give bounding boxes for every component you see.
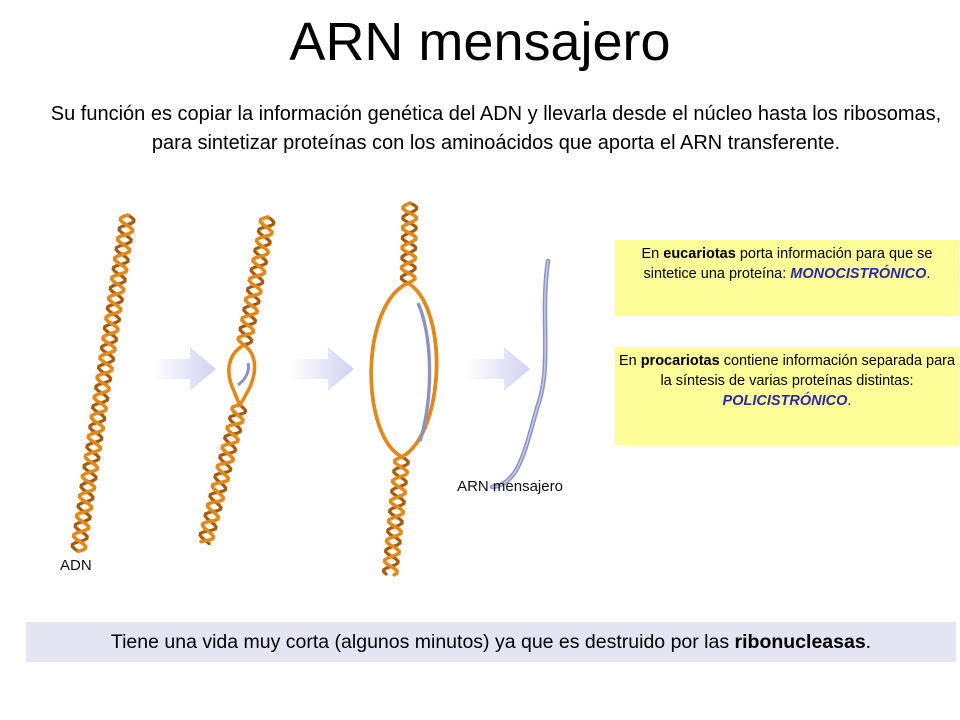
dna-helix-3-top <box>399 201 419 285</box>
dna-label: ADN <box>60 557 92 574</box>
box2-keyword: procariotas <box>640 353 720 369</box>
arrow-2 <box>290 347 354 391</box>
arrow-1 <box>152 347 216 391</box>
box1-pre: En <box>641 246 664 262</box>
dna-helix-2-bottom <box>198 403 248 546</box>
footer-end: . <box>865 631 872 653</box>
box2-end: . <box>847 393 852 409</box>
dna-helix-1 <box>70 213 136 554</box>
transcription-diagram <box>70 201 551 577</box>
intro-paragraph: Su función es copiar la información gené… <box>50 103 942 154</box>
box2-term: POLICISTRÓNICO <box>722 393 848 409</box>
footer-note: Tiene una vida muy corta (algunos minuto… <box>26 622 956 662</box>
box1-end: . <box>926 266 931 282</box>
footer-keyword: ribonucleasas <box>734 631 866 653</box>
box1-text: porta información para que se sintetice … <box>643 246 933 282</box>
box1-keyword: eucariotas <box>663 246 736 262</box>
arrow-3 <box>466 347 530 391</box>
transcription-bubble-small <box>227 343 257 406</box>
dna-helix-3-bottom <box>381 455 410 577</box>
page-title: ARN mensajero <box>289 12 671 72</box>
footer-text: Tiene una vida muy corta (algunos minuto… <box>110 631 735 653</box>
mrna-label: ARN mensajero <box>457 478 563 495</box>
prokaryote-info-box: En procariotas contiene información sepa… <box>615 347 959 445</box>
box1-term: MONOCISTRÓNICO <box>790 266 927 282</box>
box2-text: contiene información separada para la sí… <box>660 353 956 389</box>
transcription-bubble-large <box>369 281 439 459</box>
eukaryote-info-box: En eucariotas porta información para que… <box>615 240 959 316</box>
box2-pre: En <box>618 353 641 369</box>
dna-helix-2-top <box>236 215 276 347</box>
